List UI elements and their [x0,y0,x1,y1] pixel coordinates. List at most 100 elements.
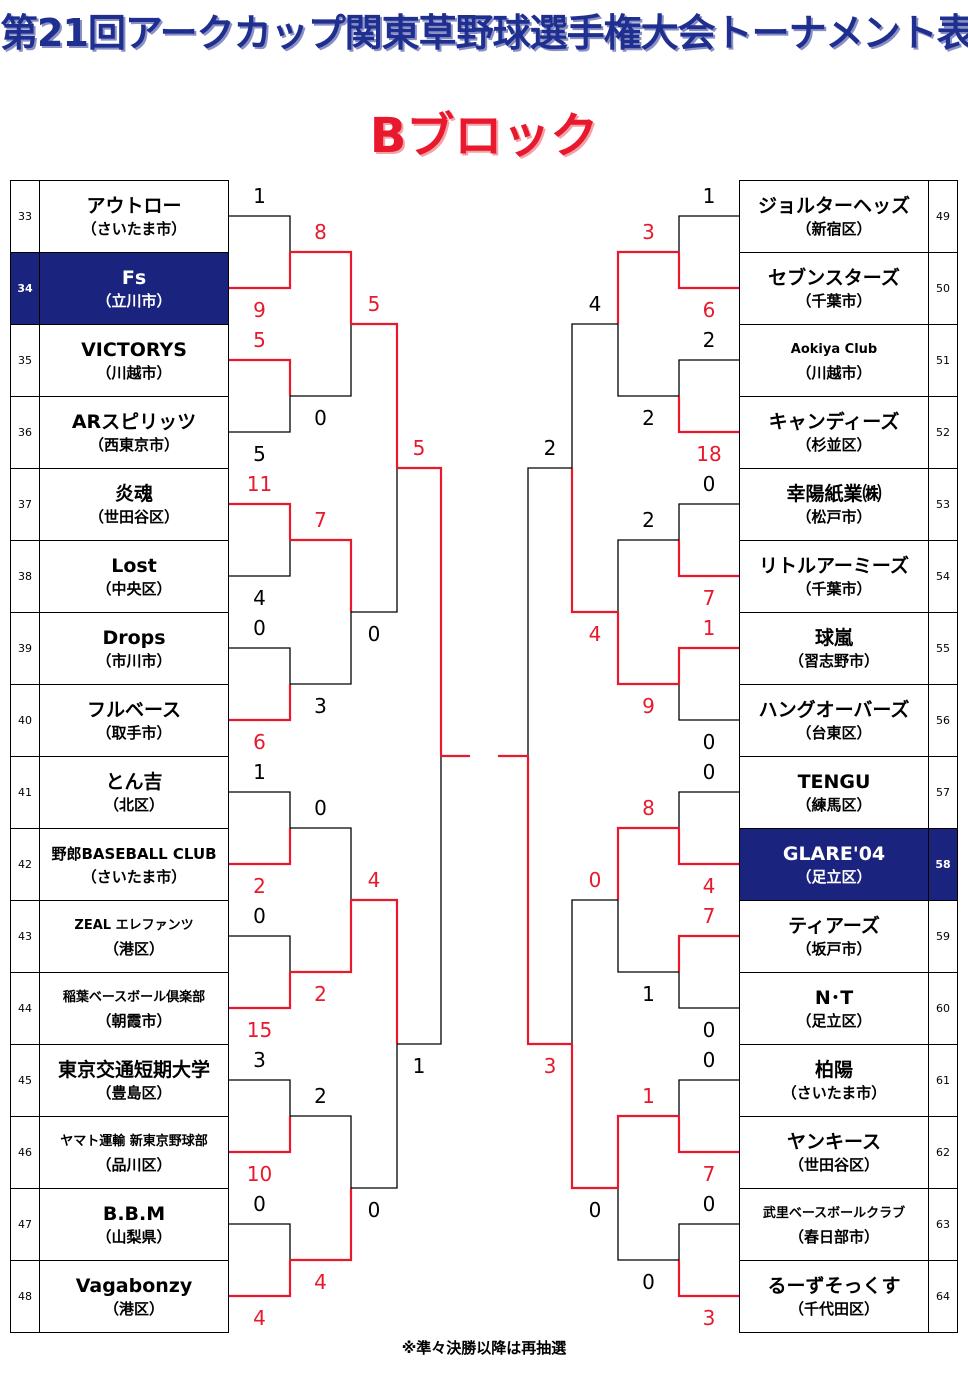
bracket-line [397,756,442,1045]
team-label: 野郎BASEBALL CLUB （さいたま市） [40,829,228,900]
match-score: 0 [367,1198,381,1222]
team-label: GLARE'04（足立区） [740,829,928,900]
team-name: ZEAL エレファンツ [74,917,194,933]
team-city: （中央区） [96,579,172,598]
team-city: （足立区） [796,1011,872,1030]
seed-number: 46 [11,1117,40,1188]
team-city: （坂戸市） [796,939,872,958]
match-score: 1 [642,1084,655,1108]
team-city: （山梨県） [96,1227,172,1246]
seed-number: 55 [928,613,957,684]
seed-number: 63 [928,1189,957,1260]
team-name: Aokiya Club [790,341,878,357]
match-score: 1 [642,982,655,1006]
team-slot: 38 Lost （中央区） [10,540,229,613]
bracket-line [677,828,739,866]
team-name: 炎魂 [114,482,153,505]
bracket-line [678,684,739,721]
match-score: 6 [702,298,716,322]
match-score: 2 [543,436,557,460]
match-score: 8 [642,796,655,820]
team-name: GLARE'04 [782,842,886,865]
bracket-line [397,466,443,756]
match-score: 0 [702,730,716,754]
seed-number: 49 [928,181,957,252]
match-score: 1 [702,184,716,208]
match-score: 4 [314,1270,327,1294]
bracket-line [290,538,353,612]
seed-number: 48 [11,1261,40,1332]
seed-number: 34 [11,253,40,324]
match-score: 18 [696,442,722,466]
seed-number: 60 [928,973,957,1044]
bracket-line [229,972,292,1010]
match-score: 9 [642,694,655,718]
team-name: Lost [111,554,157,577]
match-score: 2 [253,874,266,898]
match-score: 4 [588,292,602,316]
bracket-line [290,1115,352,1188]
block-title: Bブロック [369,108,599,164]
team-label: 東京交通短期大学（豊島区） [40,1045,228,1116]
bracket-line [229,647,291,684]
match-score: 0 [702,472,716,496]
match-score: 3 [314,694,327,718]
bracket-line [678,791,739,828]
team-name: N･T [814,986,854,1009]
bracket-line [678,503,739,540]
match-score: 0 [702,760,716,784]
match-score: 0 [702,1018,716,1042]
match-score: 11 [246,472,273,496]
match-score: 3 [642,220,655,244]
seed-number: 54 [928,541,957,612]
team-slot: 60 N･T （足立区） [739,972,958,1045]
match-score: 0 [702,1048,716,1072]
team-city: （練馬区） [796,795,872,814]
bracket-line [290,900,353,974]
seed-number: 38 [11,541,40,612]
team-name: 柏陽 [814,1058,853,1081]
bracket-line [351,322,399,468]
bracket-line [678,1223,739,1260]
bracket-line [229,396,291,433]
bracket-line [290,612,352,685]
seed-number: 57 [928,757,957,828]
team-label: 炎魂（世田谷区） [40,469,228,540]
team-label: フルベース（取手市） [40,685,228,756]
team-label: Lost （中央区） [40,541,228,612]
bracket-line [351,898,399,1044]
team-city: （春日部市） [788,1227,879,1246]
bracket-line [229,215,291,252]
team-name: 幸陽紙業㈱ [786,482,882,505]
team-name: セブンスターズ [768,266,900,289]
team-city: （さいたま市） [81,867,187,886]
bracket-line [290,827,352,900]
team-city: （千代田区） [788,1299,879,1318]
team-name: 東京交通短期大学 [57,1058,210,1081]
team-label: ハングオーバーズ（台東区） [740,685,928,756]
match-score: 0 [702,1192,716,1216]
team-city: （杉並区） [796,435,872,454]
bracket-line [616,612,679,686]
seed-number: 37 [11,469,40,540]
page-title: 第21回アークカップ関東草野球選手権大会トーナメント表 [0,11,968,55]
bracket-line [570,1044,618,1190]
match-score: 5 [412,436,426,460]
team-name: 野郎BASEBALL CLUB [51,844,217,863]
seed-number: 44 [11,973,40,1044]
seed-number: 56 [928,685,957,756]
seed-number: 61 [928,1045,957,1116]
bracket-line [351,1044,398,1189]
